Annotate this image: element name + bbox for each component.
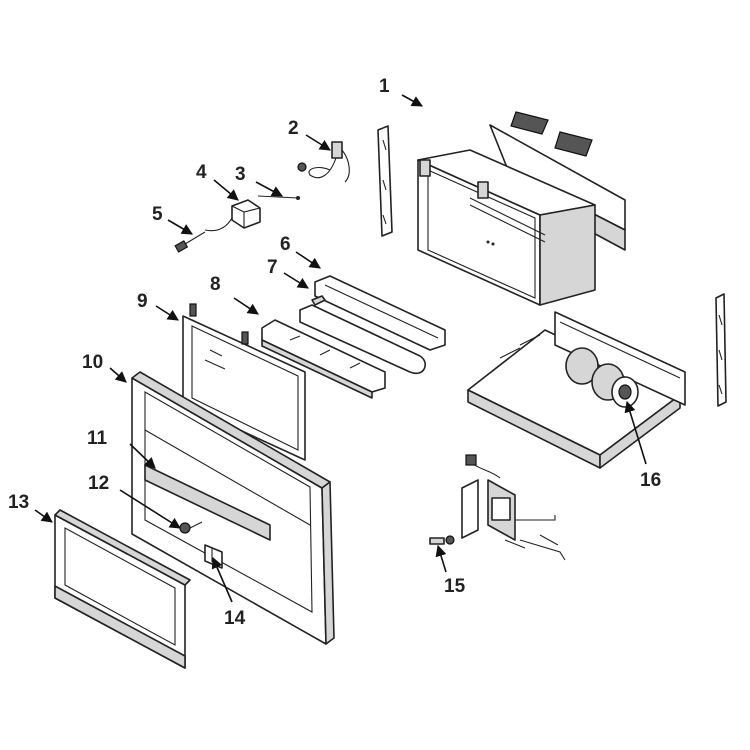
callout-15: 15: [444, 576, 466, 597]
callout-numbers: 1 2 3 4 5 6 7 8 9 10 11 12 13 14 15 16: [8, 76, 661, 629]
callout-5: 5: [152, 204, 163, 225]
callout-4: 4: [196, 162, 207, 183]
valve-assembly: [429, 454, 566, 561]
leader-6: [295, 251, 321, 269]
callout-9: 9: [137, 291, 148, 312]
callout-11: 11: [87, 428, 108, 449]
leader-5: [167, 219, 193, 235]
callout-7: 7: [267, 257, 278, 278]
leader-3: [255, 181, 283, 197]
left-side-bracket: [377, 125, 393, 237]
callout-6: 6: [280, 234, 291, 255]
ember-rail-8: [261, 319, 386, 399]
callout-1: 1: [379, 76, 390, 97]
callout-8: 8: [210, 274, 221, 295]
callout-3: 3: [235, 164, 246, 185]
callout-12: 12: [88, 473, 109, 494]
firebox-assembly: [417, 111, 626, 306]
leader-2: [305, 134, 331, 151]
leader-4: [213, 179, 239, 201]
receiver-box-4: [204, 199, 261, 232]
leader-11: [129, 443, 156, 469]
callout-13: 13: [8, 492, 29, 513]
wire-5: [174, 231, 206, 253]
callout-14: 14: [224, 608, 246, 629]
callout-16: 16: [640, 470, 661, 491]
burner-tube-6-7: [299, 275, 446, 375]
leader-8: [233, 297, 259, 315]
callout-2: 2: [288, 118, 299, 139]
burner-base-assembly: [467, 311, 686, 469]
leader-7: [283, 272, 309, 289]
right-side-bracket: [715, 293, 727, 407]
leader-12: [119, 489, 181, 529]
front-frame-13: [54, 509, 191, 669]
leader-lines: [34, 94, 647, 603]
thermocouple-2: [297, 141, 350, 183]
glass-door-9: [182, 303, 306, 461]
callout-10: 10: [82, 352, 103, 373]
leader-10: [109, 367, 127, 383]
surround-panel-10: [131, 371, 335, 645]
probe-3: [257, 195, 300, 200]
leader-9: [155, 305, 179, 321]
leader-14: [211, 556, 233, 603]
leader-16: [624, 400, 647, 465]
leader-13: [34, 509, 53, 523]
leader-15: [435, 544, 447, 573]
leader-1: [401, 94, 423, 107]
